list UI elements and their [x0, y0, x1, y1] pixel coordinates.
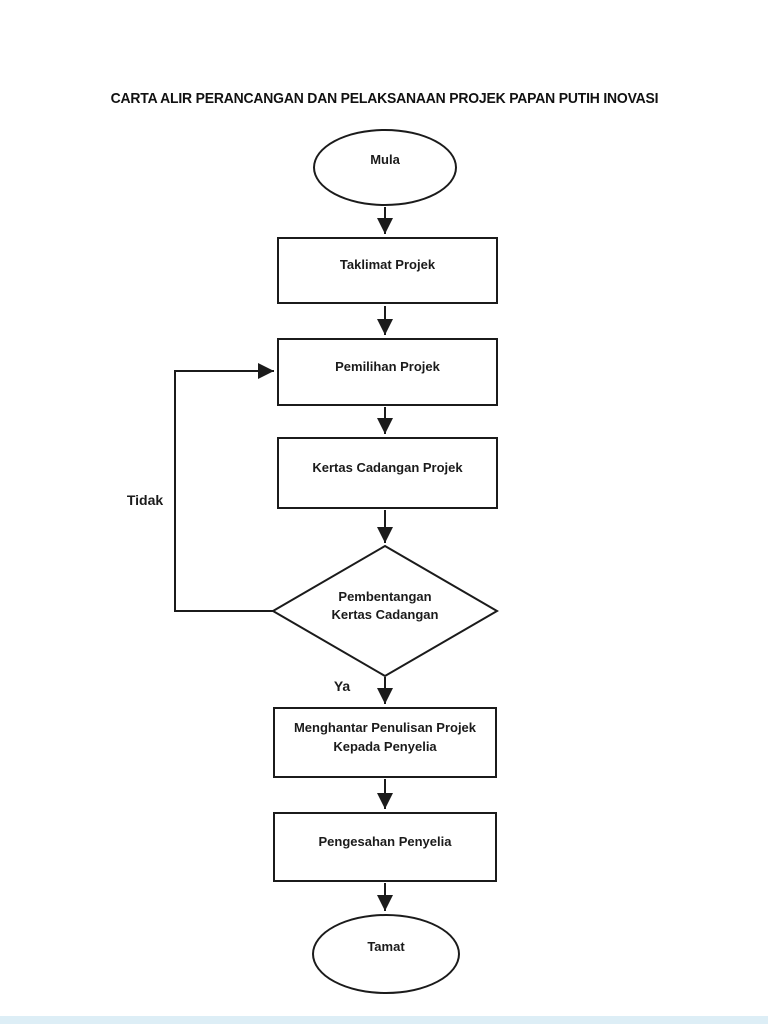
edge-label-ya: Ya: [333, 678, 351, 694]
node-taklimat-projek: Taklimat Projek: [277, 237, 498, 304]
edge-label-tidak: Tidak: [126, 492, 164, 508]
node-pengesahan-penyelia: Pengesahan Penyelia: [273, 812, 497, 882]
node-mula: Mula: [313, 129, 457, 206]
page-bottom-edge-strip: [0, 1016, 768, 1024]
node-kertas-cadangan-projek: Kertas Cadangan Projek: [277, 437, 498, 509]
decision-diamond-shape: [271, 544, 499, 678]
node-pemilihan-projek: Pemilihan Projek: [277, 338, 498, 406]
node-tamat: Tamat: [312, 914, 460, 994]
arrow-tidak-feedback-loop: [174, 363, 274, 612]
page-title: CARTA ALIR PERANCANGAN DAN PELAKSANAAN P…: [110, 90, 658, 107]
node-pembentangan-kertas-cadangan-label: Pembentangan Kertas Cadangan: [331, 589, 439, 622]
node-menghantar-penulisan-projek: Menghantar Penulisan Projek Kepada Penye…: [273, 707, 497, 778]
